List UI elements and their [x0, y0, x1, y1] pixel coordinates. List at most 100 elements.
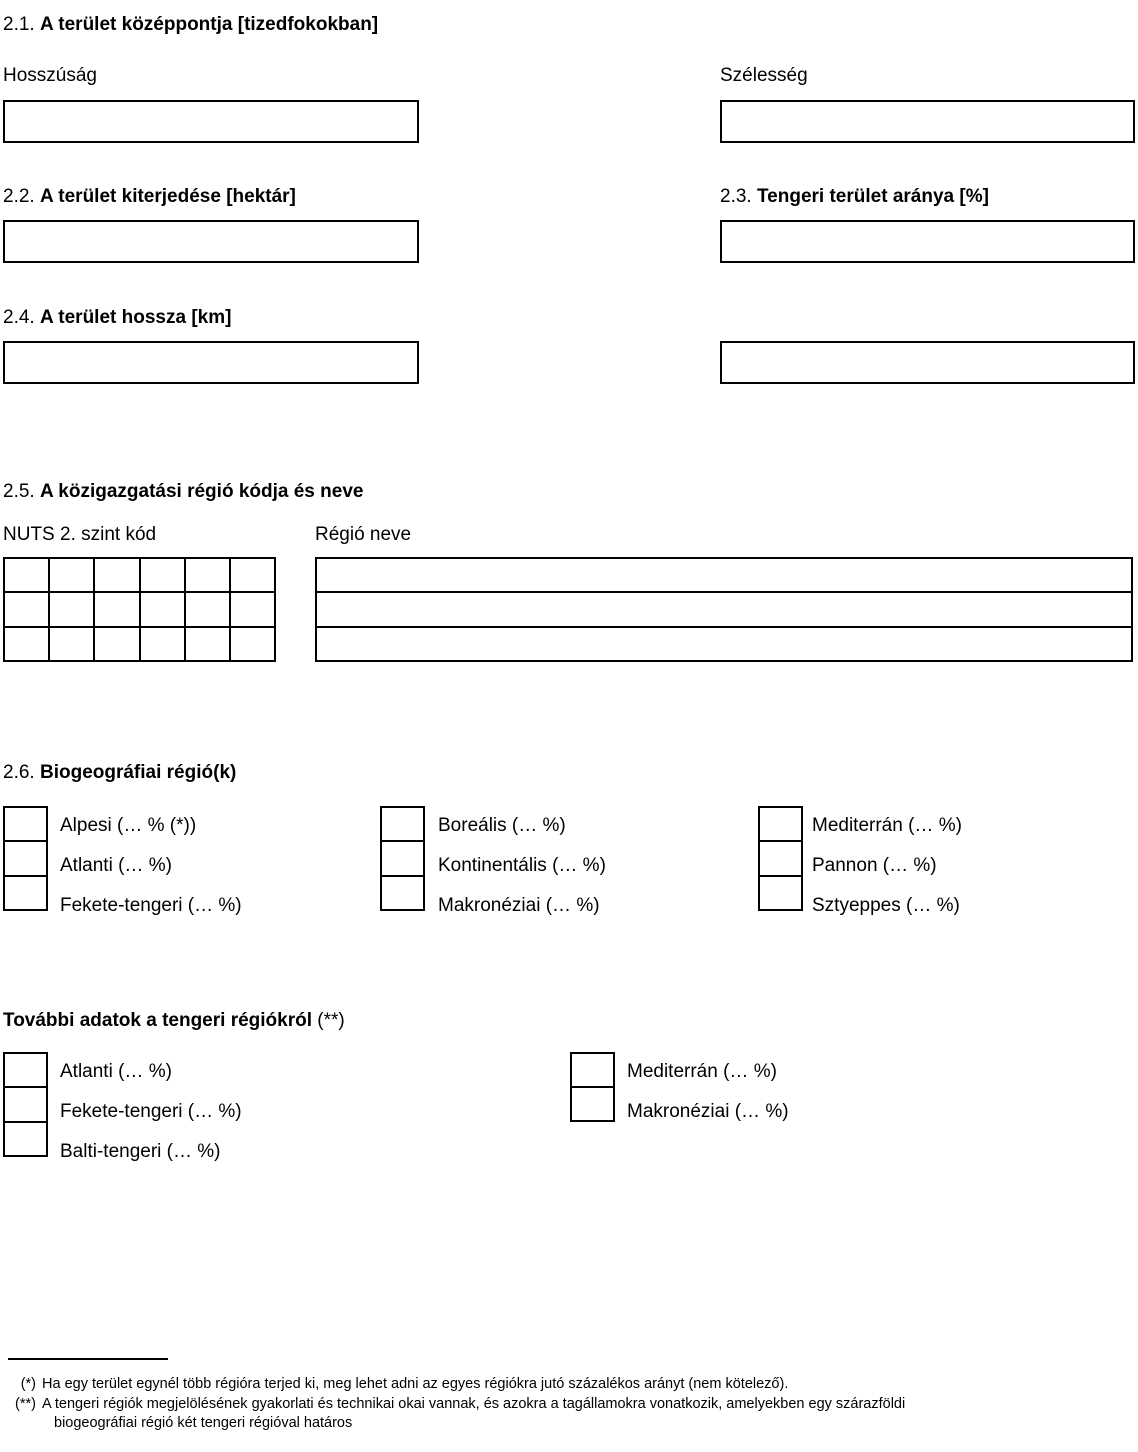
- latitude-input[interactable]: [720, 100, 1135, 143]
- region-name-box[interactable]: [315, 557, 1133, 662]
- marine-label: Makronéziai (… %): [627, 1101, 789, 1122]
- section-number-2-4: 2.4.: [3, 307, 35, 328]
- longitude-input[interactable]: [3, 100, 419, 143]
- marine-label: Fekete-tengeri (… %): [60, 1101, 242, 1122]
- section-number-2-3: 2.3.: [720, 186, 752, 207]
- checkbox-atlanti[interactable]: [5, 842, 46, 877]
- checkbox-marine-mediterran[interactable]: [572, 1054, 613, 1088]
- section-heading-2-1: 2.1. A terület középpontja [tizedfokokba…: [3, 14, 378, 36]
- biogeo-label-list-2: Boreális (… %) Kontinentális (… %) Makro…: [438, 806, 606, 926]
- nuts-grid-row: [5, 559, 274, 594]
- nuts-cell[interactable]: [186, 593, 231, 626]
- footnote-item: (*) Ha egy terület egynél több régióra t…: [8, 1375, 1133, 1394]
- marine-checkbox-stack-1[interactable]: [3, 1052, 48, 1157]
- nuts-cell[interactable]: [50, 627, 96, 660]
- checkbox-sztyeppes[interactable]: [760, 877, 801, 909]
- nuts-grid-row: [5, 593, 274, 628]
- section-title-2-6: Biogeográfiai régió(k): [39, 762, 237, 783]
- area-length-secondary-input[interactable]: [720, 341, 1135, 384]
- nuts-code-grid[interactable]: [3, 557, 276, 662]
- biogeo-checkbox-stack-1[interactable]: [3, 806, 48, 911]
- nuts-cell[interactable]: [231, 593, 274, 625]
- section-title-2-5: A közigazgatási régió kódja és neve: [39, 481, 364, 502]
- footnote-text: A tengeri régiók megjelölésének gyakorla…: [42, 1396, 906, 1412]
- nuts-cell[interactable]: [231, 559, 274, 591]
- section-title-2-4: A terület hossza [km]: [39, 307, 232, 328]
- marine-area-percent-input[interactable]: [720, 220, 1135, 263]
- nuts-cell[interactable]: [95, 559, 141, 592]
- biogeo-label: Sztyeppes (… %): [812, 895, 960, 916]
- biogeo-checkbox-stack-2[interactable]: [380, 806, 425, 911]
- biogeo-label: Pannon (… %): [812, 855, 937, 876]
- region-name-row[interactable]: [317, 559, 1131, 594]
- biogeo-label: Alpesi (… % (*)): [60, 815, 197, 836]
- nuts-cell[interactable]: [5, 627, 51, 660]
- nuts-cell[interactable]: [141, 593, 186, 626]
- section-heading-2-6: 2.6. Biogeográfiai régió(k): [3, 762, 236, 784]
- footnote-separator-rule: [8, 1358, 168, 1360]
- footnote-item: (**) A tengeri régiók megjelölésének gya…: [8, 1395, 1133, 1433]
- nuts-cell[interactable]: [50, 559, 96, 592]
- longitude-label: Hosszúság: [3, 65, 97, 86]
- biogeo-label: Fekete-tengeri (… %): [60, 895, 242, 916]
- section-number-2-6: 2.6.: [3, 762, 35, 783]
- area-size-input[interactable]: [3, 220, 419, 263]
- section-title-2-3: Tengeri terület aránya [%]: [756, 186, 989, 207]
- marine-label-list-1: Atlanti (… %) Fekete-tengeri (… %) Balti…: [60, 1052, 242, 1172]
- section-title-2-1: A terület középpontja [tizedfokokban]: [39, 14, 379, 35]
- checkbox-makroneziai[interactable]: [382, 877, 423, 909]
- nuts-cell[interactable]: [141, 627, 186, 660]
- marine-label: Balti-tengeri (… %): [60, 1141, 221, 1162]
- section-title-2-2: A terület kiterjedése [hektár]: [39, 186, 296, 207]
- marine-label: Mediterrán (… %): [627, 1061, 777, 1082]
- checkbox-alpesi[interactable]: [5, 808, 46, 843]
- nuts-cell[interactable]: [95, 593, 141, 626]
- biogeo-label: Makronéziai (… %): [438, 895, 600, 916]
- section-heading-2-4: 2.4. A terület hossza [km]: [3, 307, 231, 329]
- region-name-row[interactable]: [317, 593, 1131, 628]
- nuts-cell[interactable]: [231, 628, 274, 660]
- region-name-row[interactable]: [317, 628, 1131, 660]
- marine-label: Atlanti (… %): [60, 1061, 172, 1082]
- checkbox-marine-fekete-tengeri[interactable]: [5, 1088, 46, 1123]
- checkbox-kontinentalis[interactable]: [382, 842, 423, 877]
- section-heading-2-3: 2.3. Tengeri terület aránya [%]: [720, 186, 989, 208]
- region-name-label: Régió neve: [315, 524, 412, 545]
- footnote-marker: (**): [15, 1396, 36, 1412]
- biogeo-checkbox-stack-3[interactable]: [758, 806, 803, 911]
- nuts-grid-row: [5, 627, 274, 660]
- section-heading-2-2: 2.2. A terület kiterjedése [hektár]: [3, 186, 296, 208]
- checkbox-marine-makroneziai[interactable]: [572, 1088, 613, 1120]
- checkbox-boreali[interactable]: [382, 808, 423, 843]
- nuts-cell[interactable]: [5, 559, 51, 592]
- checkbox-fekete-tengeri[interactable]: [5, 877, 46, 909]
- footnote-text-block: A tengeri régiók megjelölésének gyakorla…: [42, 1395, 1133, 1433]
- nuts-cell[interactable]: [186, 627, 231, 660]
- biogeo-label: Kontinentális (… %): [438, 855, 606, 876]
- biogeo-label: Mediterrán (… %): [812, 815, 962, 836]
- nuts-cell[interactable]: [5, 593, 51, 626]
- biogeo-label: Atlanti (… %): [60, 855, 172, 876]
- nuts-cell[interactable]: [95, 627, 141, 660]
- marine-regions-title: További adatok a tengeri régiókról: [3, 1010, 312, 1031]
- marine-regions-title-note: (**): [317, 1010, 345, 1031]
- checkbox-pannon[interactable]: [760, 842, 801, 877]
- nuts-cell[interactable]: [186, 559, 231, 592]
- checkbox-mediterran[interactable]: [760, 808, 801, 843]
- section-number-2-5: 2.5.: [3, 481, 35, 502]
- nuts-code-label: NUTS 2. szint kód: [3, 524, 157, 545]
- biogeo-label-list-3: Mediterrán (… %) Pannon (… %) Sztyeppes …: [812, 806, 962, 926]
- checkbox-marine-atlanti[interactable]: [5, 1054, 46, 1089]
- checkbox-marine-balti-tengeri[interactable]: [5, 1123, 46, 1155]
- biogeo-label: Boreális (… %): [438, 815, 566, 836]
- marine-checkbox-stack-2[interactable]: [570, 1052, 615, 1122]
- marine-label-list-2: Mediterrán (… %) Makronéziai (… %): [627, 1052, 789, 1132]
- area-length-input[interactable]: [3, 341, 419, 384]
- section-number-2-1: 2.1.: [3, 14, 35, 35]
- nuts-cell[interactable]: [50, 593, 96, 626]
- nuts-cell[interactable]: [141, 559, 186, 592]
- marine-regions-heading: További adatok a tengeri régiókról (**): [3, 1010, 345, 1032]
- biogeo-label-list-1: Alpesi (… % (*)) Atlanti (… %) Fekete-te…: [60, 806, 242, 926]
- footnote-marker: (*): [20, 1376, 36, 1392]
